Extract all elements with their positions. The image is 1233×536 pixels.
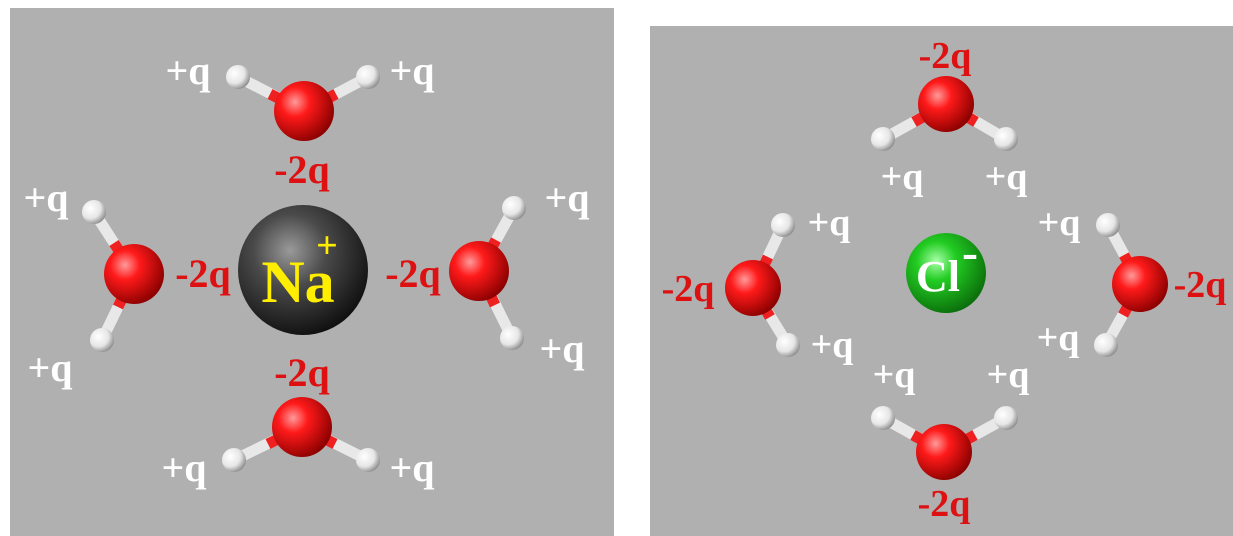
charge-label-top-o: -2q <box>919 35 972 77</box>
charge-label-bottom-h1: +q <box>161 445 206 490</box>
hydrogen-atom <box>771 213 795 237</box>
charge-label-bottom-h2: +q <box>389 445 434 490</box>
charge-label-left-h2: +q <box>27 345 72 390</box>
oxygen-atom <box>916 424 972 480</box>
oxygen-atom <box>918 76 974 132</box>
charge-label-left-o: -2q <box>662 268 715 310</box>
charge-label-top-h2: +q <box>985 156 1028 198</box>
hydrogen-atom <box>871 127 895 151</box>
charge-label-right-o: -2q <box>1174 264 1227 306</box>
hydrogen-atom <box>226 65 250 89</box>
chloride-ion <box>906 233 986 313</box>
hydrogen-atom <box>222 448 246 472</box>
oxygen-atom <box>272 397 332 457</box>
water-molecule-bottom-right-panel <box>871 406 1018 480</box>
oxygen-atom <box>274 81 334 141</box>
charge-label-bottom-h2: +q <box>987 354 1030 396</box>
charge-label-right-h2: +q <box>1037 317 1080 359</box>
water-molecule-left-left-panel <box>82 200 164 352</box>
charge-label-left-h2: +q <box>811 324 854 366</box>
sodium-ion-charge: + <box>316 225 338 267</box>
charge-label-top-o: -2q <box>274 147 330 192</box>
sodium-ion <box>238 205 368 335</box>
water-molecule-right-left-panel <box>449 196 526 350</box>
charge-label-right-h1: +q <box>1038 202 1081 244</box>
chloride-ion-charge: - <box>962 226 978 279</box>
hydrogen-atom <box>356 65 380 89</box>
charge-label-top-h1: +q <box>881 156 924 198</box>
hydrogen-atom <box>776 333 800 357</box>
charge-label-left-o: -2q <box>175 251 231 296</box>
water-molecule-top-left-panel <box>226 65 380 141</box>
water-molecule-right-right-panel <box>1094 213 1168 357</box>
hydrogen-atom <box>871 406 895 430</box>
oxygen-atom <box>725 260 781 316</box>
hydrogen-atom <box>82 200 106 224</box>
hydrogen-atom <box>90 328 114 352</box>
hydrogen-atom <box>356 448 380 472</box>
oxygen-atom <box>104 244 164 304</box>
hydrogen-atom <box>994 127 1018 151</box>
charge-label-top-h1: +q <box>165 48 210 93</box>
water-molecule-bottom-left-panel <box>222 397 380 472</box>
charge-label-right-h2: +q <box>539 326 584 371</box>
oxygen-atom <box>449 241 509 301</box>
water-molecule-left-right-panel <box>725 213 800 357</box>
hydrogen-atom <box>502 196 526 220</box>
charge-label-top-h2: +q <box>389 48 434 93</box>
right-panel: Cl - -2q +q +q +q -2q +q +q -2q +q +q +q… <box>650 26 1233 536</box>
charge-label-right-o: -2q <box>385 251 441 296</box>
charge-label-left-h1: +q <box>808 202 851 244</box>
sodium-ion-symbol: Na <box>261 249 334 315</box>
hydrogen-atom <box>1096 213 1120 237</box>
oxygen-atom <box>1112 256 1168 312</box>
hydrogen-atom <box>994 406 1018 430</box>
charge-label-bottom-h1: +q <box>873 354 916 396</box>
hydrogen-atom <box>1094 333 1118 357</box>
water-molecule-top-right-panel <box>871 76 1018 151</box>
left-panel: Na + +q +q -2q +q -2q +q +q -2q +q -2q +… <box>10 8 614 536</box>
hydrogen-atom <box>500 326 524 350</box>
chloride-ion-symbol: Cl <box>916 252 960 301</box>
charge-label-bottom-o: -2q <box>274 350 330 395</box>
charge-label-bottom-o: -2q <box>918 483 971 525</box>
charge-label-left-h1: +q <box>23 175 68 220</box>
charge-label-right-h1: +q <box>544 175 589 220</box>
